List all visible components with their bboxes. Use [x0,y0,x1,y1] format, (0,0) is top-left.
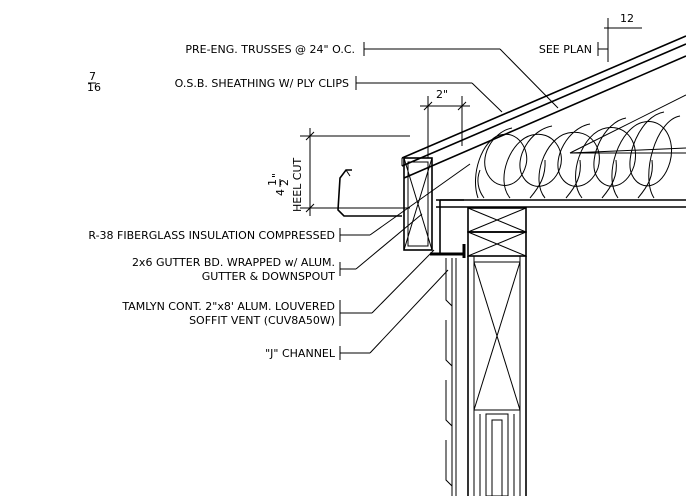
label-gutter-line2: GUTTER & DOWNSPOUT [202,270,336,283]
heel-num-label: 1 [266,179,279,186]
leader-lines [339,42,608,360]
callout-labels: PRE-ENG. TRUSSES @ 24" O.C. SEE PLAN 7 1… [87,43,592,360]
dimension-heel-cut: HEEL CUT 4 1 2 " [266,128,410,216]
sheathing-fraction-den: 16 [87,81,101,94]
dimension-2in: 2" [420,88,470,158]
sheathing-fraction-num: 7 [89,70,96,83]
label-sheathing: O.S.B. SHEATHING W/ PLY CLIPS [175,77,349,90]
heel-den-label: 2 [278,179,291,186]
truss [403,55,686,208]
label-soffit-line2: SOFFIT VENT (CUV8A50W) [189,314,335,327]
heel-whole-label: 4 [274,189,287,196]
label-soffit-line1: TAMLYN CONT. 2"x8' ALUM. LOUVERED [121,300,335,313]
heel-cut-label: HEEL CUT [291,157,304,212]
pitch-symbol: 12 [604,12,642,62]
sheathing-fraction: 7 16 [87,70,101,94]
label-see-plan: SEE PLAN [539,43,592,56]
roof-sheathing [401,35,686,167]
batt-insulation [474,111,681,199]
heel-inch-label: " [270,173,283,178]
gutter-board [403,157,433,251]
wall-framing [467,207,527,496]
label-j-channel: "J" CHANNEL [265,347,336,360]
gutter-profile [337,169,402,217]
pitch-run-label: 12 [620,12,634,25]
soffit-vent [430,199,466,496]
dimension-2in-label: 2" [436,88,448,101]
label-trusses: PRE-ENG. TRUSSES @ 24" O.C. [185,43,355,56]
label-insulation: R-38 FIBERGLASS INSULATION COMPRESSED [88,229,335,242]
label-gutter-line1: 2x6 GUTTER BD. WRAPPED w/ ALUM. [132,256,335,269]
